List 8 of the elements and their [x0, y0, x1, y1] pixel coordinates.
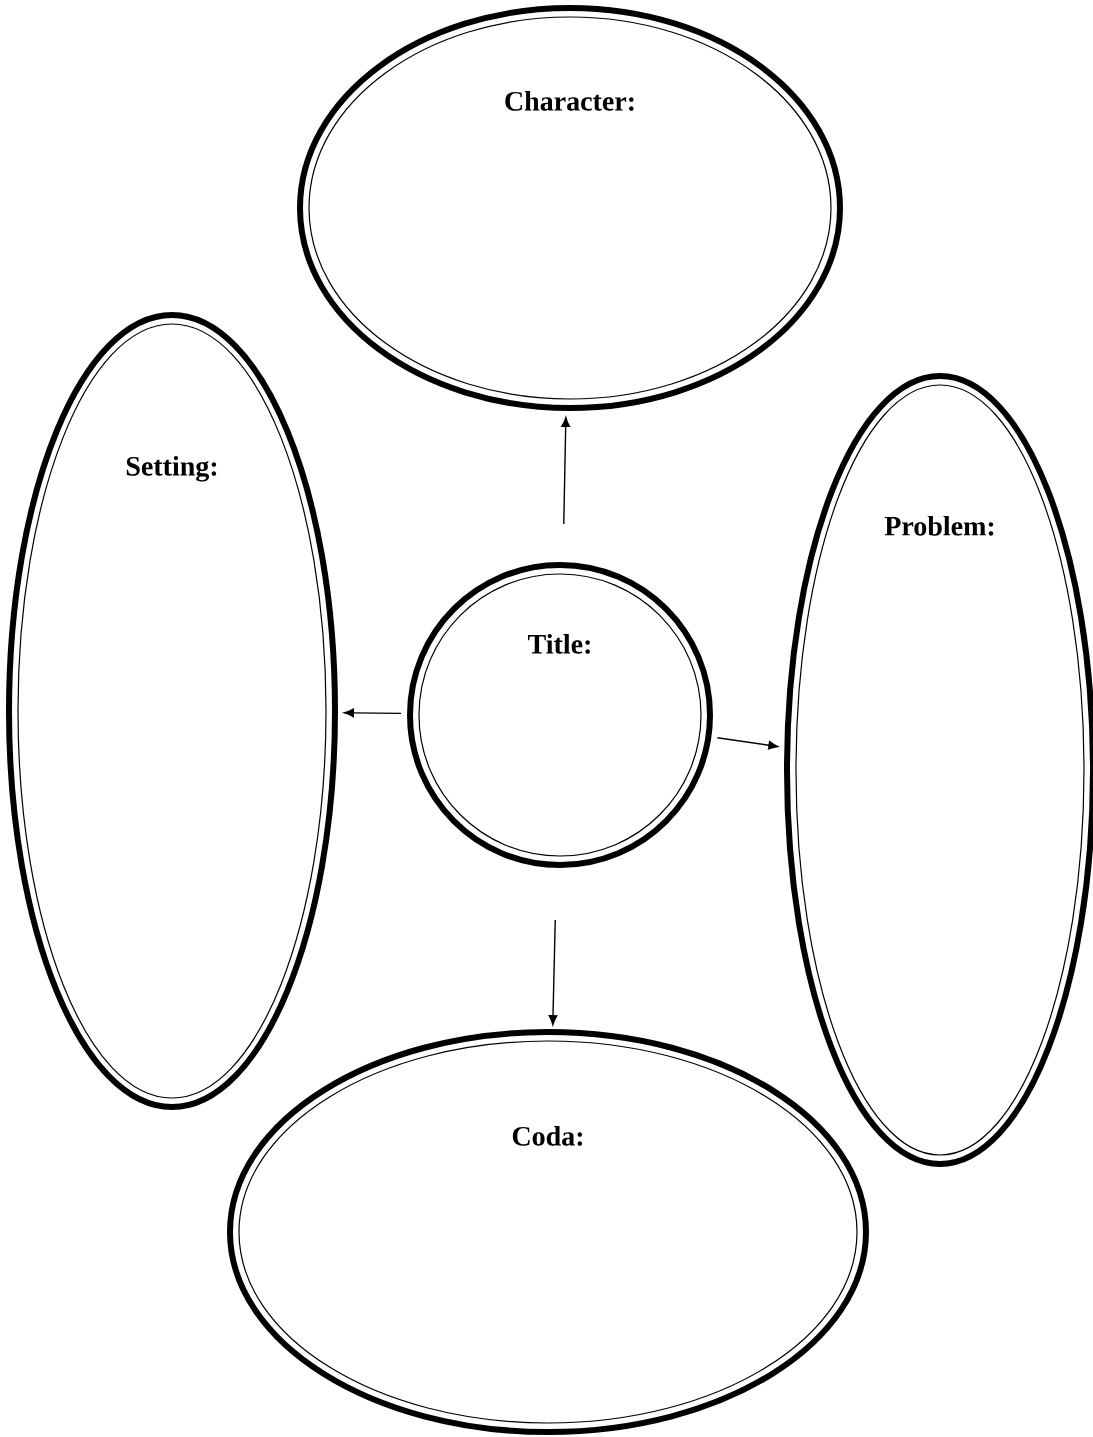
- arrow: [561, 416, 571, 525]
- arrow: [343, 708, 402, 718]
- arrow: [548, 919, 558, 1026]
- oval: Problem:: [784, 373, 1093, 1167]
- oval: Setting:: [6, 312, 338, 1110]
- arrow: [716, 737, 779, 750]
- oval: Coda:: [227, 1029, 869, 1435]
- oval: Character:: [297, 5, 843, 411]
